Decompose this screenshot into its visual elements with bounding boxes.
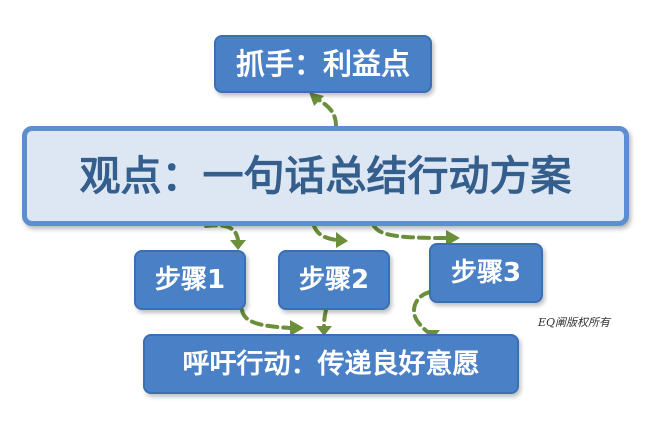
connector-main-to-step3: [372, 224, 448, 240]
main-idea-box: 观点：一句话总结行动方案: [22, 126, 629, 226]
step-2-box: 步骤2: [278, 250, 390, 310]
arrowhead-step2: [336, 232, 348, 248]
step-1-box: 步骤1: [134, 250, 246, 310]
connector-main-to-step1: [204, 223, 240, 242]
call-to-action-box: 呼吁行动：传递良好意愿: [143, 334, 519, 394]
connector-main-to-handle: [317, 98, 338, 128]
step-3-label: 步骤3: [450, 258, 522, 288]
step-3-box: 步骤3: [429, 243, 543, 303]
main-idea-label: 观点：一句话总结行动方案: [79, 151, 572, 200]
step-2-label: 步骤2: [298, 265, 370, 295]
handle-label: 抓手：利益点: [235, 46, 410, 81]
connector-main-to-step2: [312, 224, 338, 242]
connector-step1-to-action: [240, 308, 292, 330]
handle-box: 抓手：利益点: [214, 35, 432, 93]
watermark-text: EQ阐版权所有: [538, 316, 611, 329]
connector-step2-to-action: [322, 308, 328, 328]
step-1-label: 步骤1: [154, 265, 226, 295]
call-to-action-label: 呼吁行动：传递良好意愿: [182, 348, 480, 380]
arrowhead-handle: [309, 92, 324, 106]
arrowhead-step1: [230, 240, 246, 250]
